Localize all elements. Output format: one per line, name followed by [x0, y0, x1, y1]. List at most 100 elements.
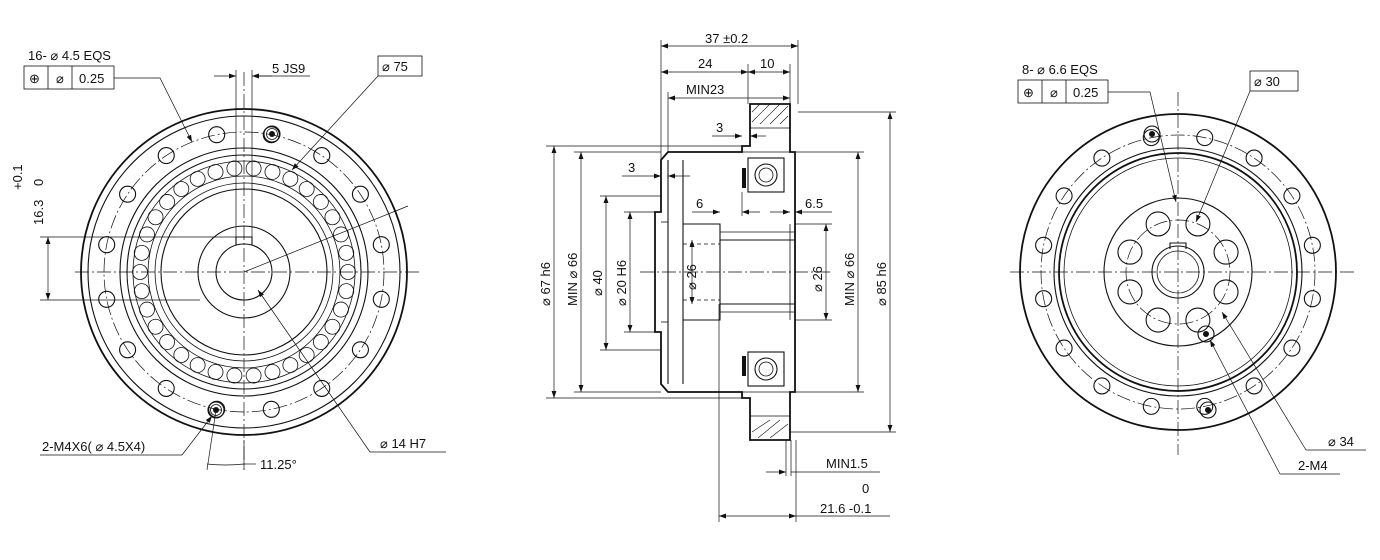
left-roller-bearing [132, 160, 356, 384]
bolt-hole [262, 126, 280, 144]
right-hub-pitch-circle [1125, 219, 1231, 325]
bolt-hole [1142, 397, 1160, 415]
dim-min-1-5: MIN1.5 [826, 456, 868, 471]
right-frame-tolerance: 0.25 [1073, 85, 1098, 100]
bearing-roller [333, 301, 349, 318]
right-inner-ring-edge [1058, 152, 1298, 392]
bolt-hole [1035, 236, 1053, 254]
bolt-hole [372, 236, 390, 254]
bolt-hole [208, 126, 226, 144]
bearing-roller [324, 318, 341, 335]
bearing-roller [245, 367, 262, 384]
section-bearing-top [747, 157, 785, 193]
left-bore-leader [257, 289, 371, 453]
dim-6: 6 [696, 196, 703, 211]
left-keyway-tol-upper: +0.1 [10, 164, 25, 190]
bearing-roller [282, 357, 299, 374]
dim-dia-67: ⌀ 67 h6 [538, 262, 553, 306]
left-tap-label: 2-M4X6( ⌀ 4.5X4) [42, 439, 145, 454]
bolt-hole [1196, 129, 1214, 147]
right-bolt-pitch-circle [1040, 134, 1316, 410]
bolt-hole [313, 379, 331, 397]
dim-length-24: 24 [698, 56, 712, 71]
bearing-roller [340, 264, 356, 280]
dim-min-23: MIN23 [686, 82, 724, 97]
right-pitch-box-frame [1249, 70, 1299, 92]
right-bore-inner [1156, 250, 1200, 294]
bolt-hole [351, 341, 369, 359]
bearing-roller [312, 334, 329, 350]
bolt-hole [98, 290, 116, 308]
right-tapped-hole-bottom [1199, 401, 1217, 419]
dim-6-5: 6.5 [805, 196, 823, 211]
section-bearing-bottom [747, 351, 785, 387]
dim-overall-length: 37 ±0.2 [705, 31, 748, 46]
left-front-view: 16- ⌀ 4.5 EQS ⊕ ⌀ 0.25 5 JS9 ⌀ 75 16.3 0… [10, 48, 446, 472]
left-angle-ref-line [243, 205, 409, 273]
left-tap-leader [181, 415, 213, 456]
bearing-roller [338, 244, 355, 261]
bolt-hole [351, 185, 369, 203]
right-holes-label: 8- ⌀ 6.6 EQS [1022, 62, 1098, 77]
bolt-hole [313, 147, 331, 165]
dim-dia-40: ⌀ 40 [590, 270, 605, 296]
right-pitch-box: ⌀ 30 [1254, 74, 1280, 89]
dim-bottom-tol-upper: 0 [862, 481, 869, 496]
bolt-hole [1245, 149, 1263, 167]
dim-dia-85: ⌀ 85 h6 [874, 262, 889, 306]
bearing-roller [159, 334, 176, 350]
right-feature-control-frame: ⊕ ⌀ 0.25 [1017, 79, 1109, 104]
bearing-roller [338, 283, 355, 300]
left-inner-race [154, 182, 334, 362]
left-pitch-box: ⌀ 75 [382, 59, 408, 74]
bolt-hole [119, 341, 137, 359]
left-frame-tolerance: 0.25 [79, 71, 104, 86]
bearing-roller [139, 301, 155, 318]
left-angle-ext [206, 409, 217, 471]
section-hatching [751, 103, 789, 439]
bearing-roller [333, 226, 349, 243]
bearing-roller [189, 357, 206, 374]
bearing-roller [147, 209, 164, 226]
bolt-hole [119, 185, 137, 203]
left-keyway-height: 16.3 [31, 200, 46, 225]
right-bolt-holes [1035, 129, 1321, 415]
bearing-roller [245, 160, 262, 177]
bearing-roller [324, 209, 341, 226]
bearing-roller [189, 170, 206, 187]
bolt-hole [1196, 397, 1214, 415]
dim-length-10: 10 [760, 56, 774, 71]
dim-dia-26-right: ⌀ 26 [810, 266, 825, 292]
left-feature-control-frame: ⊕ ⌀ 0.25 [23, 65, 115, 90]
left-bore [215, 243, 273, 301]
left-wave-generator [160, 188, 328, 356]
left-outer-race [126, 154, 362, 390]
bolt-hole [1055, 187, 1073, 205]
dim-dia-26-left: ⌀ 26 [684, 264, 699, 290]
left-keyway [235, 236, 253, 245]
bolt-hole [157, 379, 175, 397]
bolt-hole [1283, 339, 1301, 357]
bearing-roller [147, 318, 164, 335]
hub-hole [1213, 279, 1239, 305]
right-pitch-leader [1195, 90, 1251, 223]
bearing-roller [139, 226, 155, 243]
right-rear-view: 8- ⌀ 6.6 EQS ⊕ ⌀ 0.25 ⌀ 30 ⌀ 34 2-M4 [1010, 62, 1366, 475]
right-tapped-hole-top [1143, 125, 1161, 143]
bolt-hole [1245, 377, 1263, 395]
bolt-hole [1035, 290, 1053, 308]
right-inner-ring [1053, 147, 1303, 397]
right-dia34-leader [1221, 311, 1307, 451]
bolt-hole [262, 400, 280, 418]
left-bore-label: ⌀ 14 H7 [380, 436, 426, 451]
section-view: 37 ±0.2 24 10 MIN23 3 3 6 6.5 ⌀ 67 h6 [538, 31, 896, 522]
hub-hole [1145, 211, 1171, 237]
bearing-roller [298, 347, 315, 363]
left-frame-diameter-symbol: ⌀ [56, 71, 64, 86]
right-bore [1151, 245, 1205, 299]
left-frame-position-symbol: ⊕ [29, 71, 40, 86]
dim-3-top: 3 [716, 120, 723, 135]
bearing-roller [226, 160, 243, 177]
section-snap-ring-bottom [742, 356, 746, 376]
